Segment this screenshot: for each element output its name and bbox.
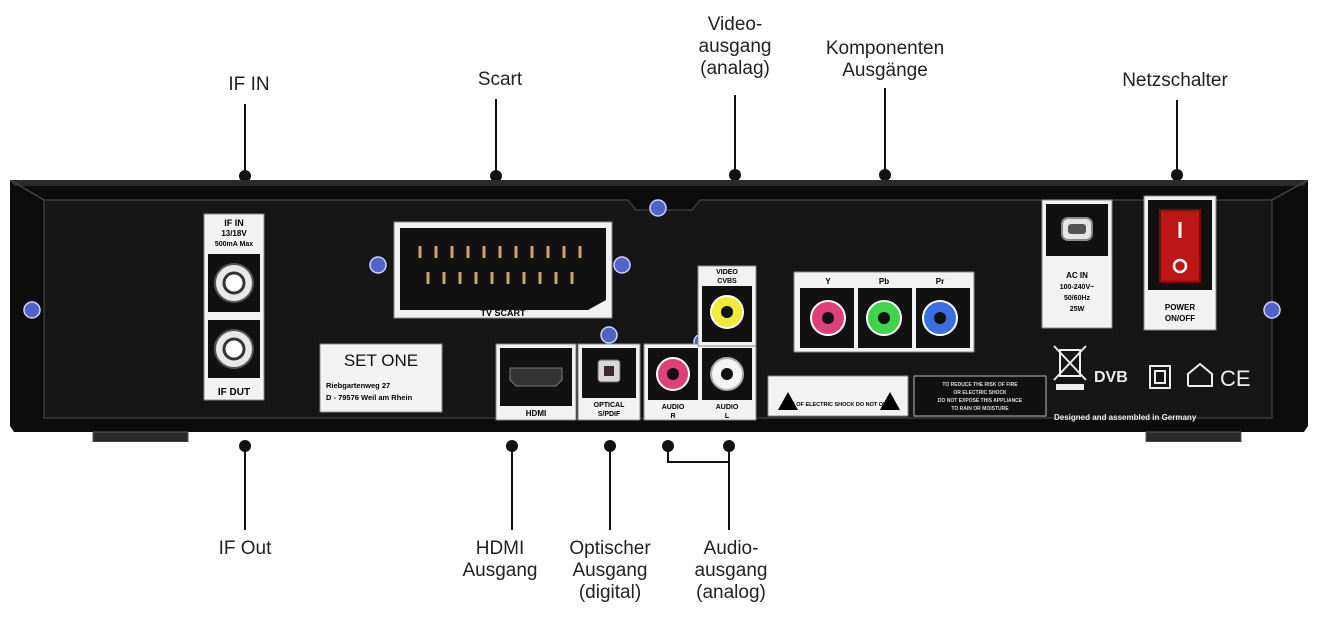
dvb-logo: DVB bbox=[1094, 369, 1128, 386]
if-in-connector-core bbox=[224, 273, 244, 293]
ce-mark: CE bbox=[1220, 366, 1251, 391]
leader-if-out bbox=[244, 446, 246, 530]
address-line-1: Riebgartenweg 27 bbox=[326, 381, 390, 390]
ac-in-label-line1: AC IN bbox=[1066, 271, 1088, 280]
leader-hdmi bbox=[511, 446, 513, 530]
audio-l-label-line1: AUDIO bbox=[716, 404, 739, 411]
component-label-pr: Pr bbox=[936, 277, 944, 286]
optical-label-line2: S/PDIF bbox=[598, 411, 621, 418]
shock-notice-line4: TO RAIN OR MOISTURE bbox=[951, 406, 1009, 412]
leader-if-in bbox=[244, 104, 246, 176]
callout-power-switch: Netzschalter bbox=[1105, 70, 1245, 92]
address-line-2: D - 79576 Weil am Rhein bbox=[326, 393, 413, 402]
screw-icon bbox=[24, 302, 40, 318]
shock-notice-line1: TO REDUCE THE RISK OF FIRE bbox=[942, 382, 1018, 388]
screw-icon bbox=[1264, 302, 1280, 318]
ac-in-label-line2: 100-240V~ bbox=[1060, 284, 1094, 291]
power-label-line1: POWER bbox=[1165, 303, 1195, 312]
foot-right bbox=[1146, 432, 1241, 442]
scart-connector-icon bbox=[400, 228, 606, 310]
leader-video-out bbox=[734, 95, 736, 175]
screw-icon bbox=[370, 257, 386, 273]
component-label-y: Y bbox=[825, 277, 831, 286]
leader-audio-l bbox=[728, 446, 730, 530]
video-label-line2: CVBS bbox=[717, 278, 737, 285]
callout-audio-out: Audio- ausgang (analog) bbox=[676, 538, 786, 604]
receiver-rear-panel: IF IN 13/18V 500mA Max IF DUT TV SCART S… bbox=[8, 180, 1310, 442]
warning-text: RISK OF ELECTRIC SHOCK DO NOT OPEN bbox=[782, 402, 895, 408]
callout-if-out: IF Out bbox=[205, 538, 285, 560]
if-in-label-line2: 13/18V bbox=[221, 229, 247, 238]
tv-scart-label: TV SCART bbox=[481, 308, 527, 318]
leader-power-switch bbox=[1176, 100, 1178, 175]
leader-scart bbox=[495, 99, 497, 176]
screw-icon bbox=[614, 257, 630, 273]
if-out-label: IF DUT bbox=[218, 387, 250, 398]
callout-scart: Scart bbox=[460, 69, 540, 91]
screw-icon bbox=[601, 327, 617, 343]
video-label-line1: VIDEO bbox=[716, 269, 738, 276]
audio-r-label-line1: AUDIO bbox=[662, 404, 685, 411]
top-bevel bbox=[10, 180, 1308, 186]
shock-notice-line3: DO NOT EXPOSE THIS APPLIANCE bbox=[938, 398, 1023, 404]
if-out-connector-core bbox=[224, 339, 244, 359]
leader-audio-r bbox=[667, 446, 669, 462]
screw-icon bbox=[650, 200, 666, 216]
callout-optical-out: Optischer Ausgang (digital) bbox=[555, 538, 665, 604]
callout-component-out: Komponenten Ausgänge bbox=[815, 38, 955, 82]
audio-l-label-line2: L bbox=[725, 413, 730, 420]
designed-in-germany-text: Designed and assembled in Germany bbox=[1054, 413, 1197, 422]
if-in-label-line3: 500mA Max bbox=[215, 241, 253, 248]
optical-label-line1: OPTICAL bbox=[594, 402, 625, 409]
component-label-pb: Pb bbox=[879, 277, 889, 286]
ac-in-label-line4: 25W bbox=[1070, 306, 1085, 313]
if-in-label-line1: IF IN bbox=[224, 218, 244, 228]
ac-in-label-line3: 50/60Hz bbox=[1064, 295, 1091, 302]
shock-notice-line2: OR ELECTRIC SHOCK bbox=[953, 390, 1007, 396]
leader-optical bbox=[609, 446, 611, 530]
foot-left bbox=[93, 432, 188, 442]
hdmi-connector-icon bbox=[510, 368, 562, 386]
power-label-line2: ON/OFF bbox=[1165, 314, 1195, 323]
leader-component-out bbox=[884, 88, 886, 175]
leader-audio-join bbox=[667, 461, 730, 463]
audio-r-label-line2: R bbox=[670, 413, 675, 420]
hdmi-label: HDMI bbox=[526, 409, 546, 418]
callout-if-in: IF IN bbox=[214, 74, 284, 96]
brand-logo: SET ONE bbox=[344, 351, 418, 370]
callout-hdmi-out: HDMI Ausgang bbox=[445, 538, 555, 582]
callout-video-out: Video- ausgang (analag) bbox=[680, 14, 790, 80]
